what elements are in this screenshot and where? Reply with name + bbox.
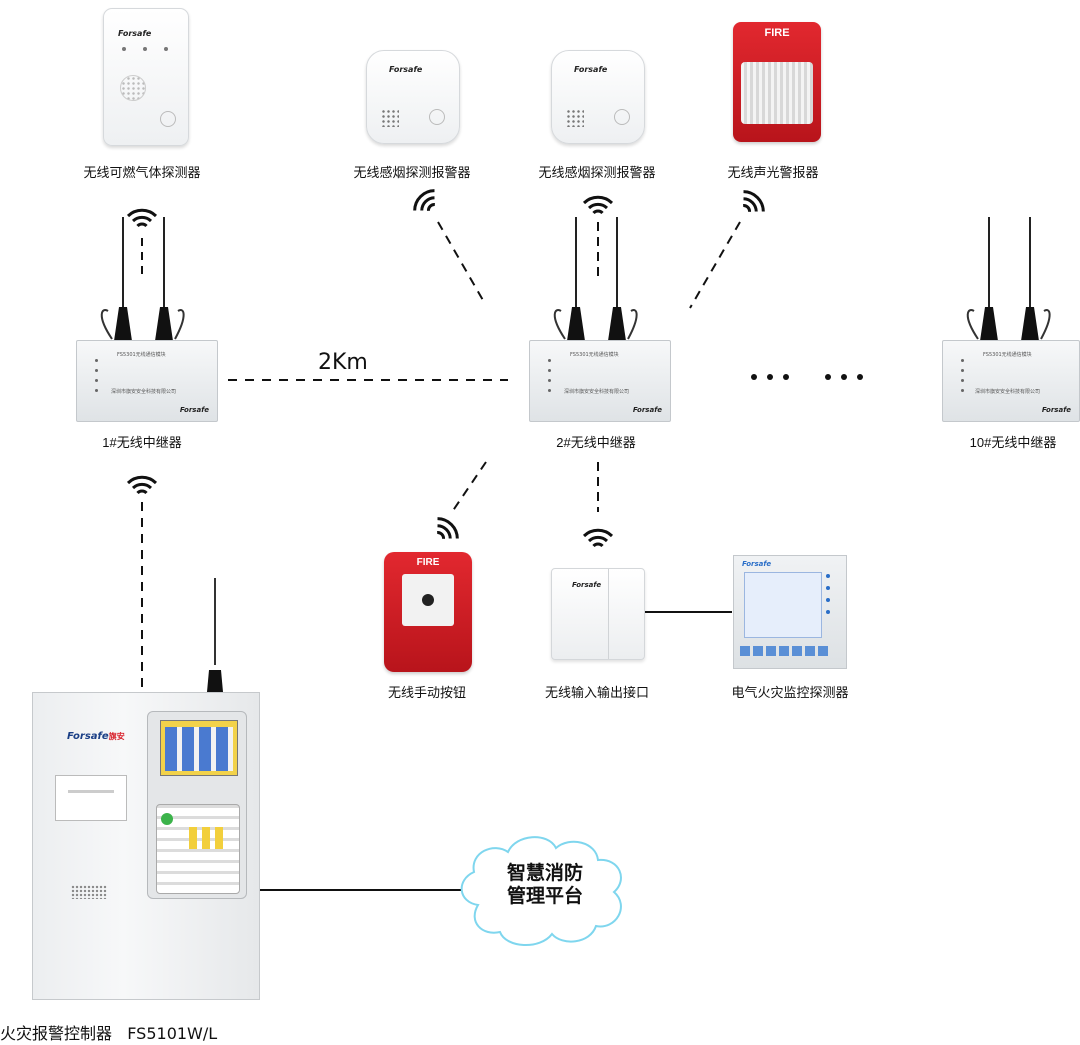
wifi-icon-smoke1 [409, 185, 444, 220]
wifi-icon-io [582, 528, 614, 548]
repeater-1-model: FS5301无线通信模块 [117, 352, 166, 358]
controller-keypad [156, 804, 240, 894]
manual-button-label: 无线手动按钮 [387, 685, 467, 700]
link-repeater2-button [451, 461, 487, 513]
repeater-2-label: 2#无线中继器 [556, 435, 636, 450]
gas-detector-label: 无线可燃气体探测器 [83, 165, 201, 180]
controller-label: 火灾报警控制器 FS5101W/L [0, 1024, 218, 1043]
io-interface-device: Forsafe [551, 568, 645, 660]
wifi-icon-button [428, 513, 463, 548]
controller-antenna [207, 578, 223, 692]
repeater-1-label: 1#无线中继器 [102, 435, 182, 450]
sound-light-alarm-device: FIRE [733, 22, 821, 142]
smoke-detector-1-label: 无线感烟探测报警器 [353, 165, 471, 180]
gas-detector-brand: Forsafe [118, 29, 152, 38]
smoke-detector-2-device: Forsafe [551, 50, 645, 144]
gas-detector-device: Forsafe [103, 8, 189, 146]
controller-panel [147, 711, 247, 899]
smoke-detector-2-label: 无线感烟探测报警器 [538, 165, 656, 180]
controller-speaker [71, 885, 107, 899]
repeater-10-brand: Forsafe [1041, 406, 1071, 414]
fire-alarm-controller: Forsafe旗安 [32, 692, 260, 1000]
cloud-label: 智慧消防 管理平台 [480, 862, 610, 908]
repeater-2-company: 深圳市旗安安全科技有限公司 [564, 389, 630, 395]
controller-brand: Forsafe旗安 [67, 731, 125, 742]
smoke-detector-2-brand: Forsafe [574, 65, 608, 74]
smoke-detector-1-brand: Forsafe [389, 65, 423, 74]
distance-label: 2Km [318, 350, 368, 375]
repeater-2-antennas [553, 217, 638, 341]
io-interface-label: 无线输入输出接口 [544, 685, 650, 700]
wifi-icon-repeater1-down [126, 475, 158, 495]
controller-screen [160, 720, 238, 776]
repeater-1-antennas [100, 217, 185, 341]
repeater-10: FS5301无线通信模块 深圳市旗安安全科技有限公司 Forsafe [942, 215, 1080, 425]
repeater-10-antennas [966, 217, 1051, 341]
repeater-2-model: FS5301无线通信模块 [570, 352, 619, 358]
repeater-2: FS5301无线通信模块 深圳市旗安安全科技有限公司 Forsafe [529, 215, 671, 425]
button-fire-text: FIRE [416, 557, 440, 568]
electrical-fire-brand: Forsafe [742, 560, 772, 568]
io-interface-brand: Forsafe [572, 581, 602, 589]
manual-button-device: FIRE [384, 552, 472, 672]
electrical-fire-detector-label: 电气火灾监控探测器 [731, 685, 849, 700]
controller-printer [55, 775, 127, 821]
alarm-fire-text: FIRE [764, 27, 790, 39]
repeater-1: FS5301无线通信模块 深圳市旗安安全科技有限公司 Forsafe [76, 215, 218, 425]
repeater-1-company: 深圳市旗安安全科技有限公司 [111, 389, 177, 395]
repeater-1-brand: Forsafe [179, 406, 209, 414]
ellipsis [748, 360, 868, 395]
gas-sensor-grille [120, 75, 146, 101]
repeater-2-brand: Forsafe [632, 406, 662, 414]
cloud-shape [460, 836, 622, 947]
wifi-icon-smoke2 [582, 195, 614, 215]
cloud-line2: 管理平台 [506, 886, 583, 907]
controller-brand-en: Forsafe [67, 731, 109, 742]
electrical-fire-detector-device: Forsafe [733, 555, 847, 669]
link-smoke1-repeater2 [437, 221, 485, 303]
repeater-10-company: 深圳市旗安安全科技有限公司 [975, 389, 1041, 395]
sound-light-alarm-label: 无线声光警报器 [727, 165, 819, 180]
repeater-10-label: 10#无线中继器 [969, 435, 1057, 450]
wifi-icon-alarm [734, 186, 769, 221]
link-alarm-repeater2 [689, 221, 741, 309]
smoke-detector-1-device: Forsafe [366, 50, 460, 144]
repeater-10-model: FS5301无线通信模块 [983, 352, 1032, 358]
gas-test-button [160, 111, 176, 127]
cloud-line1: 智慧消防 [506, 863, 583, 884]
controller-brand-cn: 旗安 [108, 732, 125, 741]
alarm-strobe-lens [741, 62, 813, 124]
